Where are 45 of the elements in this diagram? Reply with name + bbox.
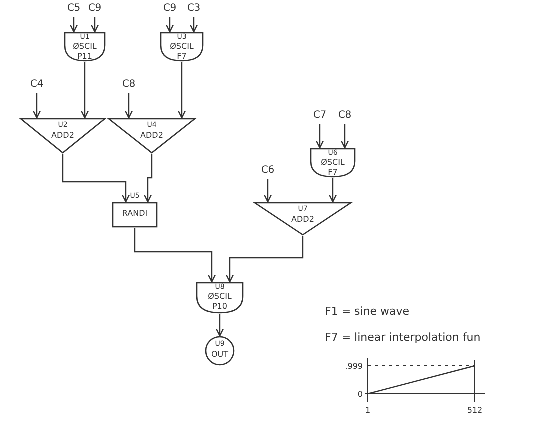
arrow	[216, 314, 224, 337]
constant-label: C6	[260, 166, 276, 176]
unit-name: ØSCIL	[72, 43, 98, 51]
unit-name: F7	[327, 169, 339, 177]
arrow	[226, 236, 304, 283]
unit-name: ØSCIL	[169, 43, 195, 51]
constant-label: C9	[87, 4, 103, 14]
tick-label: 512	[467, 406, 483, 415]
constant-label: C8	[337, 111, 353, 121]
tick-label: 0	[358, 390, 363, 399]
unit-name: P11	[76, 53, 94, 61]
arrow	[134, 228, 216, 283]
constant-label: C5	[66, 4, 82, 14]
arrow	[316, 124, 324, 149]
unit-name: OUT	[210, 351, 230, 359]
constant-label: C8	[121, 80, 137, 90]
arrow	[62, 154, 130, 203]
tick-label: 1	[365, 406, 371, 415]
unit-name: ØSCIL	[207, 293, 233, 301]
unit-name: F7	[176, 53, 188, 61]
note-text: F7 = linear interpolation fun	[325, 331, 481, 344]
constant-label: C7	[312, 111, 328, 121]
arrow	[329, 178, 337, 203]
arrow	[166, 17, 174, 33]
unit-name: ADD2	[50, 132, 76, 140]
arrow	[190, 17, 198, 33]
arrow	[341, 124, 349, 149]
unit-name: RANDI	[121, 210, 149, 218]
constant-label: C4	[29, 80, 45, 90]
arrow	[264, 179, 272, 203]
unit-name: ADD2	[140, 132, 164, 140]
arrow	[33, 93, 41, 119]
arrow	[178, 62, 186, 119]
arrow	[91, 17, 99, 33]
tick-label: .999	[345, 362, 363, 371]
arrow	[81, 62, 89, 119]
constant-label: C3	[186, 4, 202, 14]
unit-name: ADD2	[290, 216, 316, 224]
arrow	[70, 17, 78, 33]
arrow	[144, 154, 153, 203]
note-text: F1 = sine wave	[325, 305, 410, 318]
unit-name: ØSCIL	[320, 159, 346, 167]
arrow	[125, 93, 133, 119]
constant-label: C9	[162, 4, 178, 14]
unit-name: P10	[211, 303, 228, 311]
